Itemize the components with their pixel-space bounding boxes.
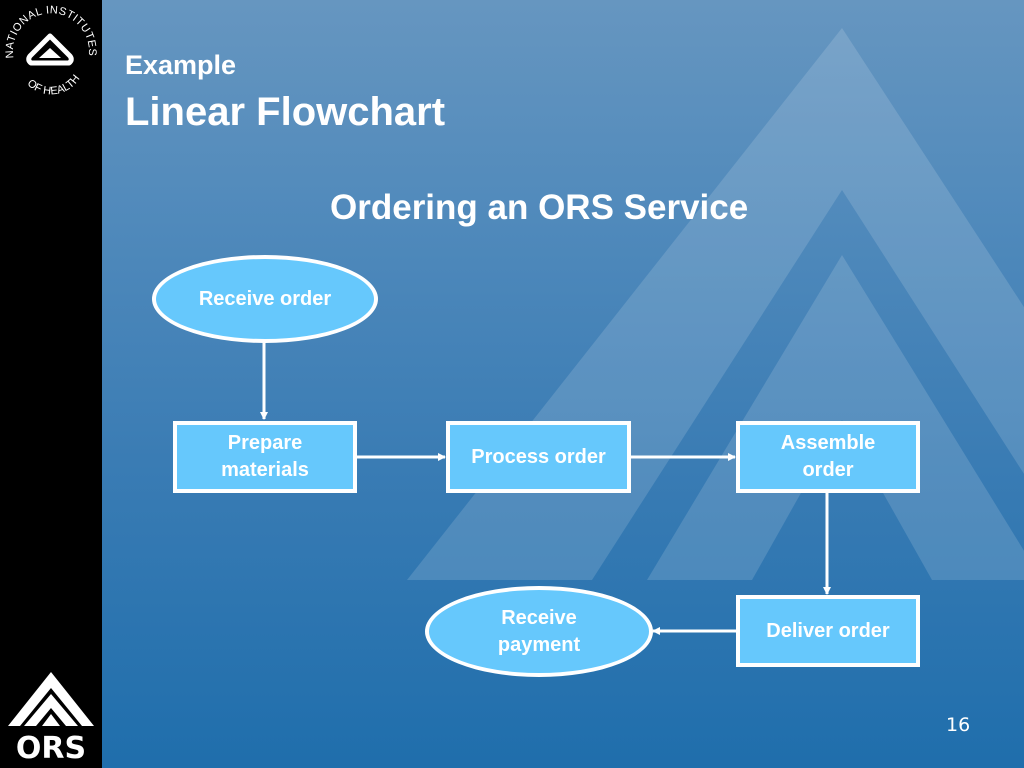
ors-mountain-icon: ORS (8, 672, 94, 766)
node-receive-order: Receive order (152, 255, 378, 343)
node-assemble-order: Assemble order (736, 421, 920, 493)
node-label: Process order (471, 445, 606, 468)
ors-wordmark: ORS (16, 731, 86, 766)
page-number: 16 (946, 714, 971, 736)
node-receive-payment: Receive payment (425, 586, 653, 677)
nih-logo-icon: NATIONAL INSTITUTES OF HEALTH (4, 4, 98, 97)
slide-kicker: Example (125, 50, 237, 80)
node-process-order: Process order (446, 421, 631, 493)
node-label: Prepare materials (221, 432, 309, 481)
sidebar: NATIONAL INSTITUTES OF HEALTH ORS (0, 0, 102, 768)
node-label: Receive payment (497, 606, 581, 656)
node-label: Assemble order (780, 432, 876, 481)
node-prepare-materials: Prepare materials (173, 421, 357, 493)
diagram-title: Ordering an ORS Service (330, 188, 749, 227)
node-label: Receive order (198, 287, 332, 310)
node-deliver-order: Deliver order (736, 595, 920, 667)
slide-title: Linear Flowchart (125, 90, 446, 134)
node-label: Deliver order (766, 619, 890, 642)
